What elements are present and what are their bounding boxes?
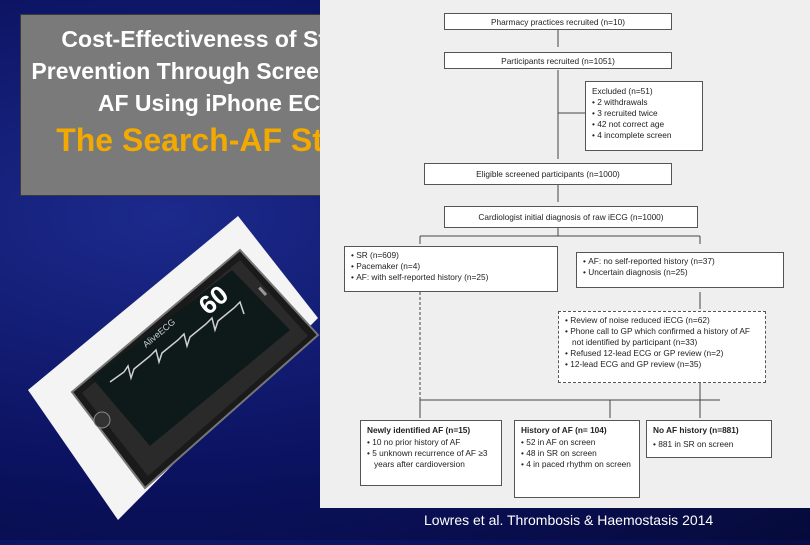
newly-identified-af-header: Newly identified AF (n=15): [367, 425, 471, 435]
box-left-group: SR (n=609) Pacemaker (n=4) AF: with self…: [344, 246, 558, 292]
excluded-header: Excluded (n=51): [592, 86, 653, 96]
history-of-af-item: 52 in AF on screen: [521, 437, 635, 448]
box-pharmacy: Pharmacy practices recruited (n=10): [444, 13, 672, 30]
box-history-of-af: History of AF (n= 104) 52 in AF on scree…: [514, 420, 640, 498]
box-right-group: AF: no self-reported history (n=37) Unce…: [576, 252, 784, 288]
right-group-item: AF: no self-reported history (n=37): [583, 256, 779, 267]
box-newly-identified-af: Newly identified AF (n=15) 10 no prior h…: [360, 420, 502, 486]
no-af-history-item: 881 in SR on screen: [653, 439, 767, 450]
left-group-item: AF: with self-reported history (n=25): [351, 272, 553, 283]
box-review: Review of noise reduced iECG (n=62) Phon…: [558, 311, 766, 383]
left-group-item: SR (n=609): [351, 250, 553, 261]
history-of-af-item: 4 in paced rhythm on screen: [521, 459, 635, 470]
right-group-item: Uncertain diagnosis (n=25): [583, 267, 779, 278]
iphone-ecg-image: 60 AliveECG: [0, 0, 320, 540]
excluded-item: 42 not correct age: [592, 119, 698, 130]
excluded-item: 2 withdrawals: [592, 97, 698, 108]
history-of-af-header: History of AF (n= 104): [521, 425, 607, 435]
box-no-af-history: No AF history (n=881) 881 in SR on scree…: [646, 420, 772, 458]
no-af-history-header: No AF history (n=881): [653, 425, 739, 435]
box-participants: Participants recruited (n=1051): [444, 52, 672, 69]
flowchart-panel: Pharmacy practices recruited (n=10) Part…: [320, 0, 810, 508]
ecg-trace: [109, 300, 245, 383]
box-cardiologist: Cardiologist initial diagnosis of raw iE…: [444, 206, 698, 228]
side-button-icon: [258, 286, 268, 297]
phone-illustration: 60 AliveECG: [28, 216, 320, 520]
excluded-item: 3 recruited twice: [592, 108, 698, 119]
review-item: Review of noise reduced iECG (n=62): [565, 315, 761, 326]
flowchart-connectors: [419, 29, 720, 418]
review-item: Phone call to GP which confirmed a histo…: [565, 326, 761, 348]
review-item: Refused 12-lead ECG or GP review (n=2): [565, 348, 761, 359]
box-excluded: Excluded (n=51) 2 withdrawals 3 recruite…: [585, 81, 703, 151]
citation: Lowres et al. Thrombosis & Haemostasis 2…: [424, 512, 714, 528]
newly-identified-af-item: 5 unknown recurrence of AF ≥3 years afte…: [367, 448, 497, 470]
history-of-af-item: 48 in SR on screen: [521, 448, 635, 459]
excluded-item: 4 incomplete screen: [592, 130, 698, 141]
left-group-item: Pacemaker (n=4): [351, 261, 553, 272]
phone-screen: [92, 270, 290, 446]
review-item: 12-lead ECG and GP review (n=35): [565, 359, 761, 370]
box-eligible: Eligible screened participants (n=1000): [424, 163, 672, 185]
newly-identified-af-item: 10 no prior history of AF: [367, 437, 497, 448]
home-button-icon: [93, 411, 111, 429]
